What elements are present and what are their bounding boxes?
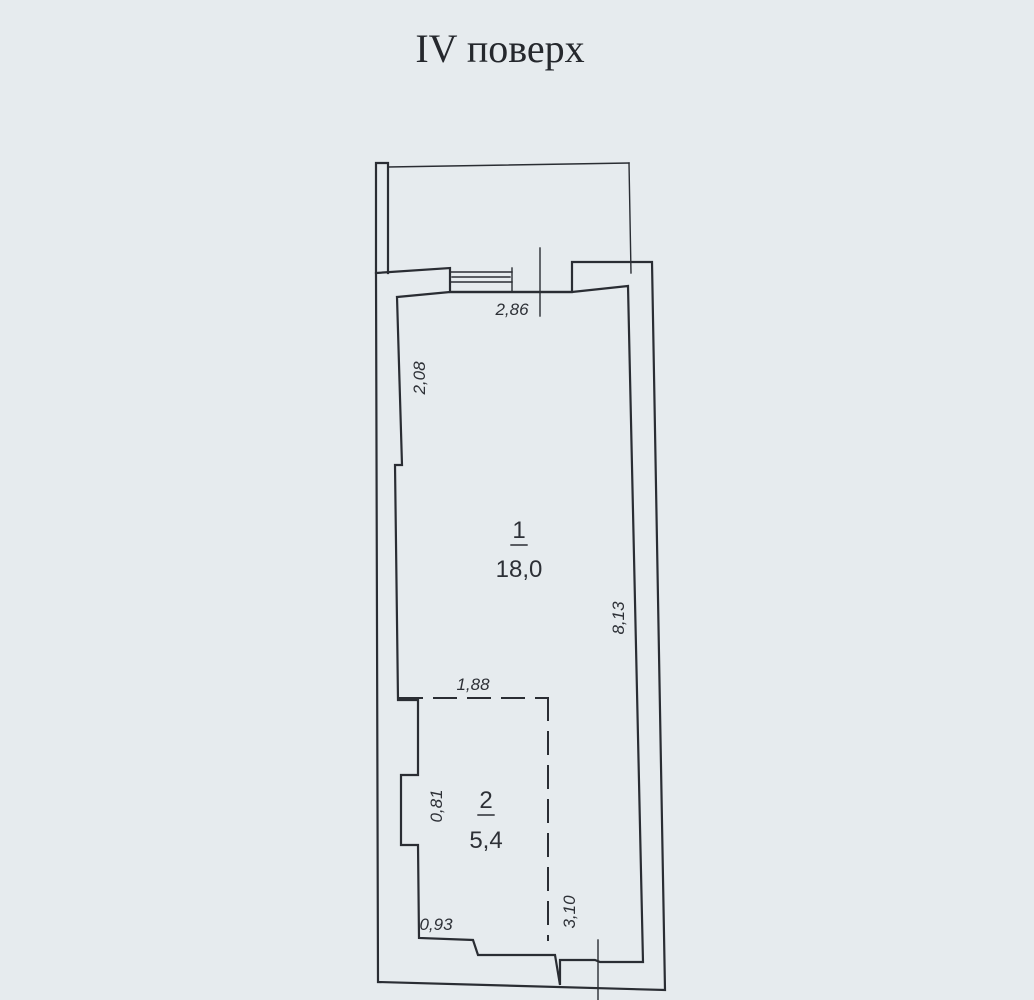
room-2-area: 5,4 — [469, 827, 502, 854]
room-1-area: 18,0 — [496, 556, 543, 583]
dim-bottom-right: 3,10 — [560, 895, 579, 929]
room-2-label: 2 5,4 — [469, 787, 502, 854]
dim-left-upper: 2,08 — [410, 361, 429, 396]
room-1-number: 1 — [512, 517, 525, 544]
floor-title: IV поверх — [415, 26, 584, 71]
balcony — [374, 161, 632, 275]
dim-bottom-left: 0,93 — [419, 915, 453, 934]
outer-wall — [374, 260, 667, 992]
dimension-leaders — [539, 247, 599, 1000]
dim-partition-width: 1,88 — [456, 675, 490, 694]
dim-left-niche: 0,81 — [427, 789, 446, 822]
inner-wall — [393, 284, 645, 986]
room-partition — [399, 697, 549, 941]
window — [449, 267, 513, 293]
room-2-number: 2 — [479, 787, 492, 814]
dim-right-length: 8,13 — [609, 601, 628, 635]
room-1-label: 1 18,0 — [496, 517, 543, 583]
dim-top-width: 2,86 — [494, 300, 529, 319]
